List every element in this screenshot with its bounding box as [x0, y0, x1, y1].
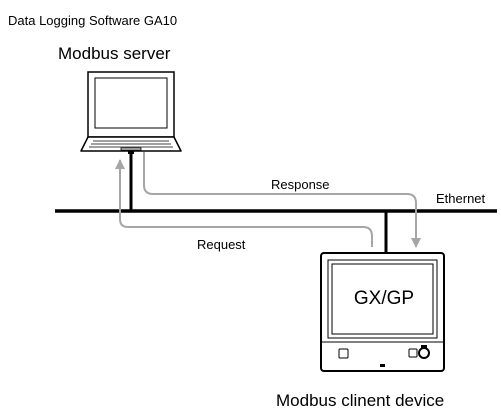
ethernet-label: Ethernet — [436, 191, 486, 206]
request-label: Request — [197, 237, 246, 252]
response-label: Response — [271, 177, 330, 192]
response-arrow — [143, 152, 421, 248]
device-screen-label: GX/GP — [353, 288, 415, 309]
request-arrow — [115, 159, 373, 247]
client-device-label: Modbus clinent device — [276, 391, 445, 410]
server-label: Modbus server — [58, 44, 171, 63]
software-label: Data Logging Software GA10 — [8, 13, 178, 28]
laptop-icon — [80, 71, 182, 154]
device-icon — [320, 252, 445, 372]
